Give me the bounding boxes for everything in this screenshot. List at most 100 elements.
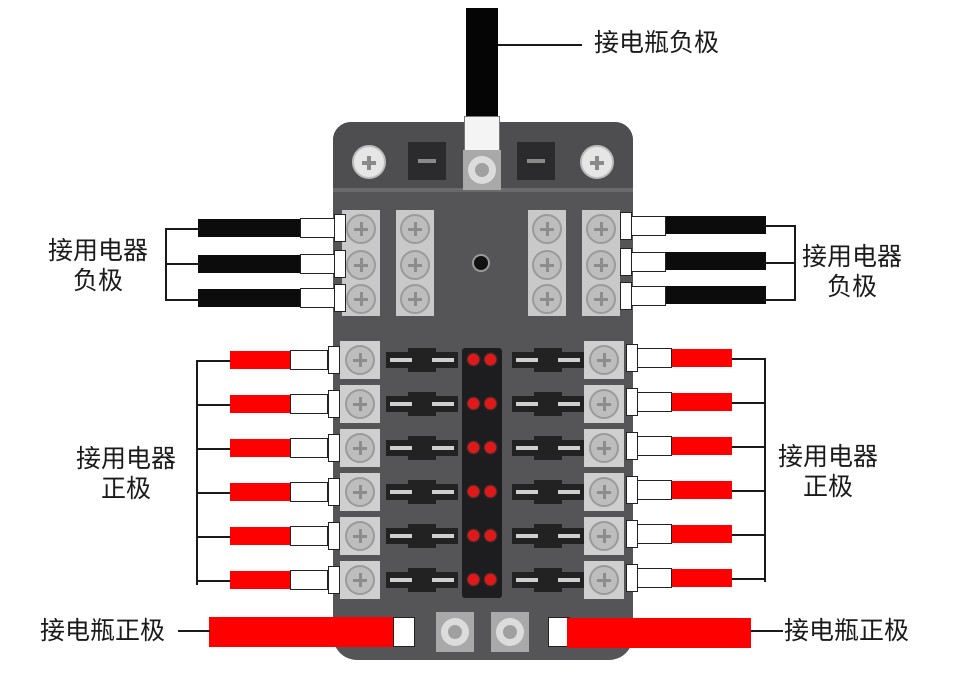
ring-lug (626, 564, 638, 592)
indicator-led (468, 574, 479, 585)
screw-icon (345, 433, 375, 463)
bracket-line (196, 360, 230, 362)
screw-icon (346, 284, 376, 314)
indicator-led (468, 354, 479, 365)
appliance-negative-wire-right (664, 216, 766, 234)
label-battery-positive-left: 接电瓶正极 (40, 616, 166, 645)
ring-lug (626, 476, 638, 504)
bracket-line (764, 262, 796, 264)
ring-lug (620, 212, 632, 240)
appliance-negative-wire-left (198, 219, 302, 237)
label-appliance-positive-right: 接用电器 正极 (778, 442, 879, 501)
appliance-positive-wire-right (670, 481, 732, 499)
screw-icon (400, 214, 430, 244)
screw-icon (345, 477, 375, 507)
appliance-positive-wire-right (670, 393, 732, 411)
label-battery-negative: 接电瓶负极 (594, 28, 720, 57)
wire-sleeve (290, 526, 328, 546)
indicator-led-strip (462, 348, 502, 598)
mount-screw-icon (352, 145, 386, 179)
appliance-positive-wire-left (230, 395, 292, 413)
wire-sleeve (290, 394, 328, 414)
wire-sleeve (290, 482, 328, 502)
bracket-line (764, 299, 796, 301)
leader-line (178, 630, 210, 632)
screw-icon (532, 250, 562, 280)
indicator-led (468, 398, 479, 409)
appliance-positive-wire-left (230, 527, 292, 545)
ring-lug (328, 478, 340, 506)
indicator-led (485, 530, 496, 541)
ring-lug (334, 284, 346, 312)
wire-sleeve (634, 480, 672, 500)
appliance-positive-wire-right (670, 437, 732, 455)
screw-icon (532, 214, 562, 244)
ring-lug (334, 214, 346, 242)
battery-positive-wire-right (567, 618, 751, 648)
wire-sleeve (300, 254, 336, 274)
battery-positive-wire-left (209, 617, 395, 647)
screw-icon (589, 345, 619, 375)
bracket-line (165, 299, 200, 301)
blade-fuse (386, 568, 458, 592)
screw-icon (589, 477, 619, 507)
bracket-line (196, 492, 230, 494)
wire-sleeve (634, 348, 672, 368)
ring-lug (626, 344, 638, 372)
blade-fuse (512, 524, 584, 548)
screw-icon (586, 250, 616, 280)
ring-lug (328, 390, 340, 418)
screw-icon (532, 284, 562, 314)
appliance-positive-wire-left (230, 439, 292, 457)
screw-icon (400, 250, 430, 280)
battery-negative-wire (466, 8, 498, 120)
top-divider (333, 188, 633, 192)
screw-icon (586, 214, 616, 244)
indicator-led (485, 574, 496, 585)
negative-symbol-icon (408, 142, 446, 180)
wire-sleeve (634, 568, 672, 588)
wire-sleeve (634, 524, 672, 544)
battery-positive-post-left (436, 612, 474, 652)
appliance-positive-wire-left (230, 571, 292, 589)
screw-icon (346, 250, 376, 280)
appliance-positive-wire-right (670, 569, 732, 587)
blade-fuse (512, 348, 584, 372)
blade-fuse (386, 348, 458, 372)
blade-fuse (512, 392, 584, 416)
bracket-line (764, 225, 796, 227)
wire-sleeve (300, 288, 336, 308)
mount-screw-icon (580, 145, 614, 179)
ring-lug (620, 282, 632, 310)
bracket-line (196, 580, 230, 582)
ring-lug (626, 520, 638, 548)
battery-negative-lug (464, 116, 500, 152)
indicator-led (485, 442, 496, 453)
ring-lug (328, 434, 340, 462)
wire-sleeve (290, 438, 328, 458)
blade-fuse (386, 480, 458, 504)
blade-fuse (512, 436, 584, 460)
ring-lug (620, 248, 632, 276)
screw-icon (345, 521, 375, 551)
bracket-line (165, 263, 200, 265)
wire-sleeve (634, 392, 672, 412)
bracket-line (732, 446, 766, 448)
appliance-positive-wire-right (670, 525, 732, 543)
bracket-line (764, 358, 766, 582)
bracket-line (196, 404, 230, 406)
bracket-line (732, 490, 766, 492)
screw-icon (589, 565, 619, 595)
appliance-negative-wire-right (664, 286, 766, 304)
leader-line (498, 44, 582, 46)
label-appliance-negative-right: 接用电器 负极 (802, 242, 903, 301)
wire-sleeve (290, 570, 328, 590)
appliance-positive-wire-right (670, 349, 732, 367)
screw-icon (345, 389, 375, 419)
blade-fuse (512, 480, 584, 504)
screw-icon (589, 389, 619, 419)
bracket-line (196, 536, 230, 538)
screw-icon (589, 521, 619, 551)
blade-fuse (386, 524, 458, 548)
bracket-line (196, 360, 198, 585)
